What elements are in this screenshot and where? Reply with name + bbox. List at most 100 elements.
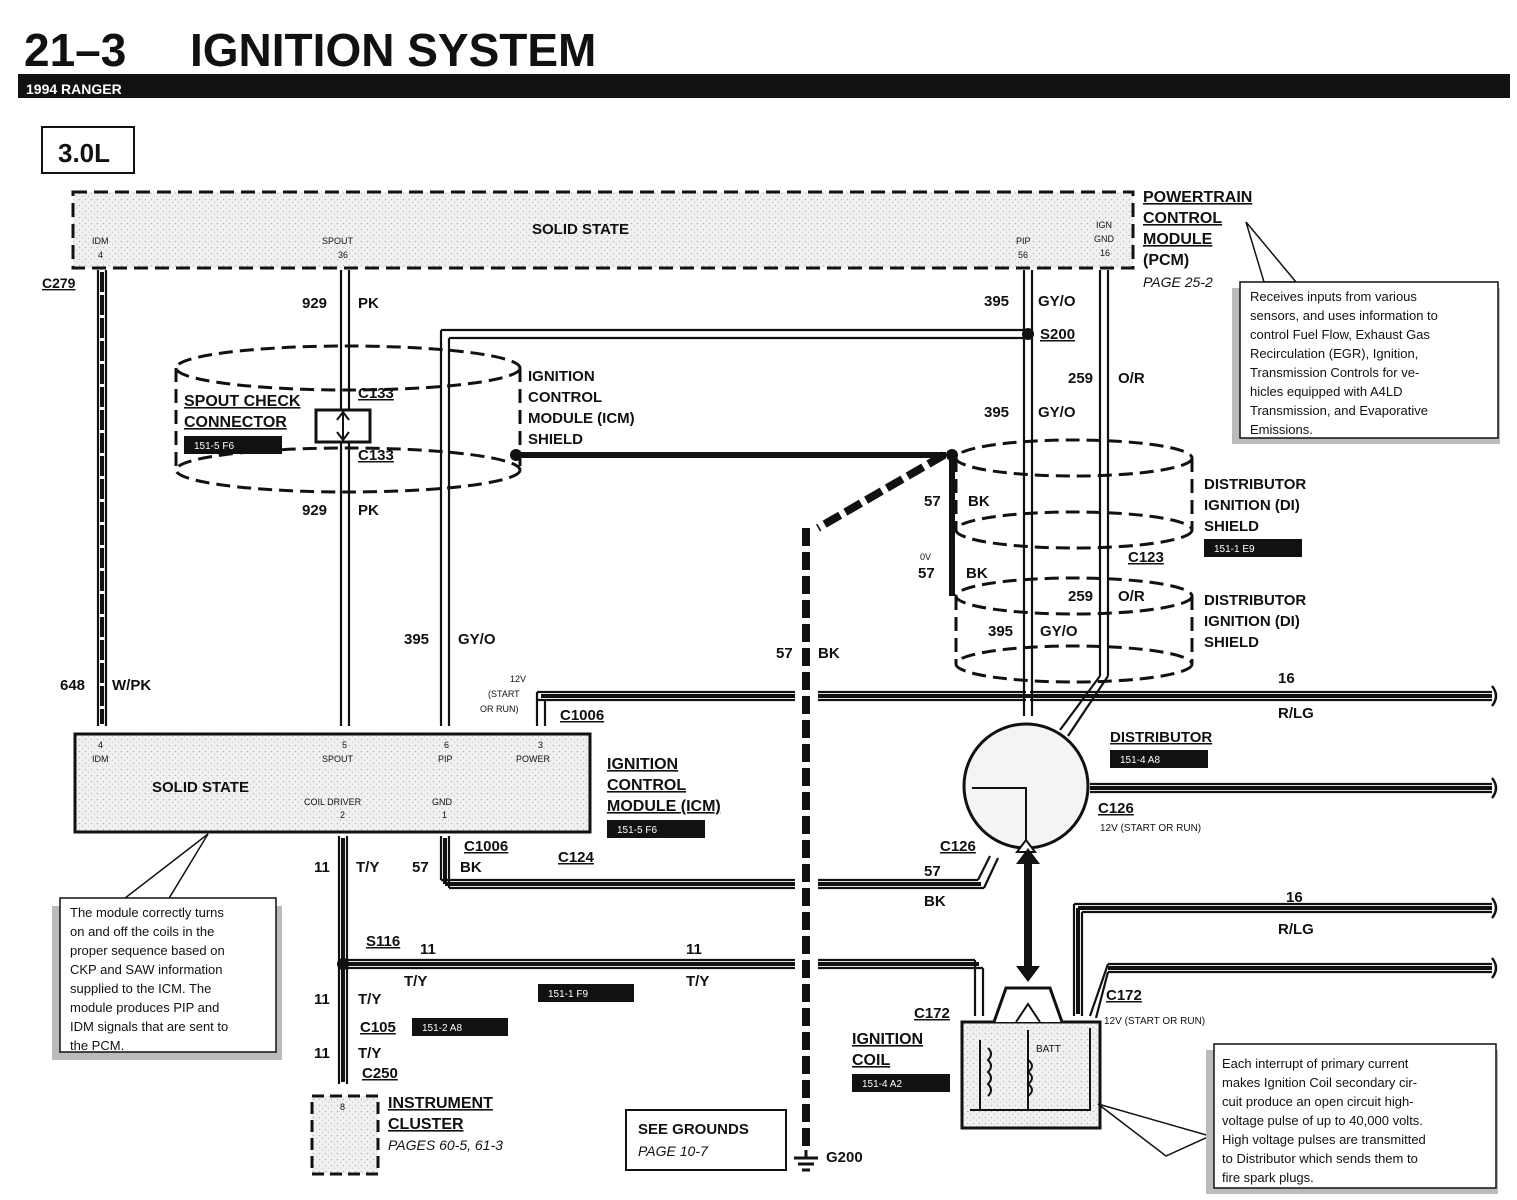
cluster-name-1: INSTRUMENT xyxy=(388,1095,493,1112)
conn-c105: C105 xyxy=(360,1019,396,1036)
distributor-rotor-icon xyxy=(972,787,1027,842)
wire-11-b: 11 xyxy=(420,941,436,958)
wire-259-c: 259 xyxy=(1068,588,1093,605)
icm-pin-power-num: 3 xyxy=(538,740,543,750)
pcm-note xyxy=(1239,281,1499,439)
di-shield-ref-badge xyxy=(1204,539,1302,557)
pcm-pin-spout: SPOUT xyxy=(322,236,354,246)
wire-929-top: 929 xyxy=(302,295,327,312)
pcm-pin-gnd: GND xyxy=(1094,234,1115,244)
di-shield-top-3: SHIELD xyxy=(1204,518,1259,535)
page-number: 21–3 xyxy=(24,24,126,76)
pcm-note-line: Transmission, and Evaporative xyxy=(1250,403,1428,418)
icm-note-pointer xyxy=(117,833,209,903)
conn-c1006-bot: C1006 xyxy=(464,838,508,855)
conn-c1006-top: C1006 xyxy=(560,707,604,724)
spout-name-2: CONNECTOR xyxy=(184,414,287,431)
icm-pin-idm: IDM xyxy=(92,754,109,764)
ref-badge-151-1-f9 xyxy=(538,984,634,1002)
pcm-note-line: control Fuel Flow, Exhaust Gas xyxy=(1250,327,1430,342)
coil-note-line: Each interrupt of primary current xyxy=(1222,1056,1409,1071)
coil-note-line: cuit produce an open circuit high- xyxy=(1222,1094,1414,1109)
coil-ref: 151-4 A2 xyxy=(862,1079,902,1090)
wiring xyxy=(96,270,1492,1084)
icm-ref: 151-5 F6 xyxy=(617,825,657,836)
coil-note-line: makes Ignition Coil secondary cir- xyxy=(1222,1075,1417,1090)
wire-11-a: 11 xyxy=(314,859,330,876)
cluster-pin: 8 xyxy=(340,1102,345,1112)
pcm-note-line: Receives inputs from various xyxy=(1250,289,1417,304)
di-shield-top-2: IGNITION (DI) xyxy=(1204,497,1300,514)
wire-wpk: W/PK xyxy=(112,677,151,694)
wire-259-a: 259 xyxy=(1068,370,1093,387)
icm-shield-3: MODULE (ICM) xyxy=(528,410,635,427)
wire-pk-top: PK xyxy=(358,295,379,312)
wire-648: 648 xyxy=(60,677,85,694)
conn-c279: C279 xyxy=(42,275,76,291)
wire-rlg-top: R/LG xyxy=(1278,705,1314,722)
c172-note: 12V (START OR RUN) xyxy=(1104,1016,1205,1027)
wire-12v: 12V xyxy=(510,674,526,684)
di-shield-bot-2: IGNITION (DI) xyxy=(1204,613,1300,630)
wire-gyo-b: GY/O xyxy=(1038,404,1076,421)
wire-395-c: 395 xyxy=(988,623,1013,640)
coil-ref-badge xyxy=(852,1074,950,1092)
coil-note xyxy=(1213,1043,1497,1189)
icm-pin-spout-num: 5 xyxy=(342,740,347,750)
instrument-cluster xyxy=(310,1094,380,1176)
icm-ref-badge xyxy=(607,820,705,838)
wire-57-a: 57 xyxy=(924,493,941,510)
wiring-fill xyxy=(100,272,1492,1082)
ht-arrow-icon xyxy=(1016,848,1040,982)
icm-shield xyxy=(174,344,522,494)
wire-bk-ground: BK xyxy=(818,645,840,662)
pcm-note-line: sensors, and uses information to xyxy=(1250,308,1438,323)
coil-note-line: High voltage pulses are transmitted xyxy=(1222,1132,1426,1147)
conn-c123: C123 xyxy=(1128,549,1164,566)
icm-solid-state: SOLID STATE xyxy=(152,779,249,796)
di-shield-top-1: DISTRIBUTOR xyxy=(1204,476,1306,493)
pcm-pin-idm: IDM xyxy=(92,236,109,246)
coil-winding-icon xyxy=(970,1028,1091,1111)
icm-pin-pip: PIP xyxy=(438,754,453,764)
di-shield-ref: 151-1 E9 xyxy=(1214,544,1255,555)
icm-name-1: IGNITION xyxy=(607,756,678,773)
coil-batt: BATT xyxy=(1036,1044,1061,1055)
distributor-name: DISTRIBUTOR xyxy=(1110,729,1212,746)
pcm-note-line: hicles equipped with A4LD xyxy=(1250,384,1403,399)
icm-note-line: CKP and SAW information xyxy=(70,962,222,977)
see-grounds-1: SEE GROUNDS xyxy=(638,1121,749,1138)
icm-module xyxy=(73,732,592,834)
wire-gyo-icm: GY/O xyxy=(458,631,496,648)
splice-s200: S200 xyxy=(1040,326,1075,343)
wire-57-d: 57 xyxy=(924,863,941,880)
spout-arrows-icon xyxy=(336,410,350,442)
wire-11-d: 11 xyxy=(314,991,330,1008)
icm-note-line: IDM signals that are sent to xyxy=(70,1019,228,1034)
icm-pin-coil: COIL DRIVER xyxy=(304,797,362,807)
coil-c172-right: C172 xyxy=(1106,987,1142,1004)
pcm-pin-ign: IGN xyxy=(1096,220,1112,230)
header-bar xyxy=(18,74,1510,98)
pcm-pin-pip: PIP xyxy=(1016,236,1031,246)
spout-c133-top: C133 xyxy=(358,385,394,402)
icm-note-line: module produces PIP and xyxy=(70,1000,219,1015)
pcm-name-3: MODULE xyxy=(1143,231,1213,248)
conn-c124: C124 xyxy=(558,849,595,866)
icm-pin-spout: SPOUT xyxy=(322,754,354,764)
pcm-note-line: Emissions. xyxy=(1250,422,1313,437)
icm-note-line: supplied to the ICM. The xyxy=(70,981,211,996)
di-shield-bot-1: DISTRIBUTOR xyxy=(1204,592,1306,609)
icm-pin-gnd-num: 1 xyxy=(442,810,447,820)
wire-929-bot: 929 xyxy=(302,502,327,519)
pcm-pin-spout-num: 36 xyxy=(338,250,348,260)
conn-c126-right: C126 xyxy=(1098,800,1134,817)
pcm-pin-gnd-num: 16 xyxy=(1100,248,1110,258)
wire-ty-b: T/Y xyxy=(404,973,427,990)
coil-note-line: voltage pulse of up to 40,000 volts. xyxy=(1222,1113,1423,1128)
ground-symbol xyxy=(794,1150,818,1172)
ref-badge-151-2-a8 xyxy=(412,1018,508,1036)
wire-ty-e: T/Y xyxy=(358,1045,381,1062)
wire-11-c: 11 xyxy=(686,941,702,958)
wire-57-b: 57 xyxy=(918,565,935,582)
